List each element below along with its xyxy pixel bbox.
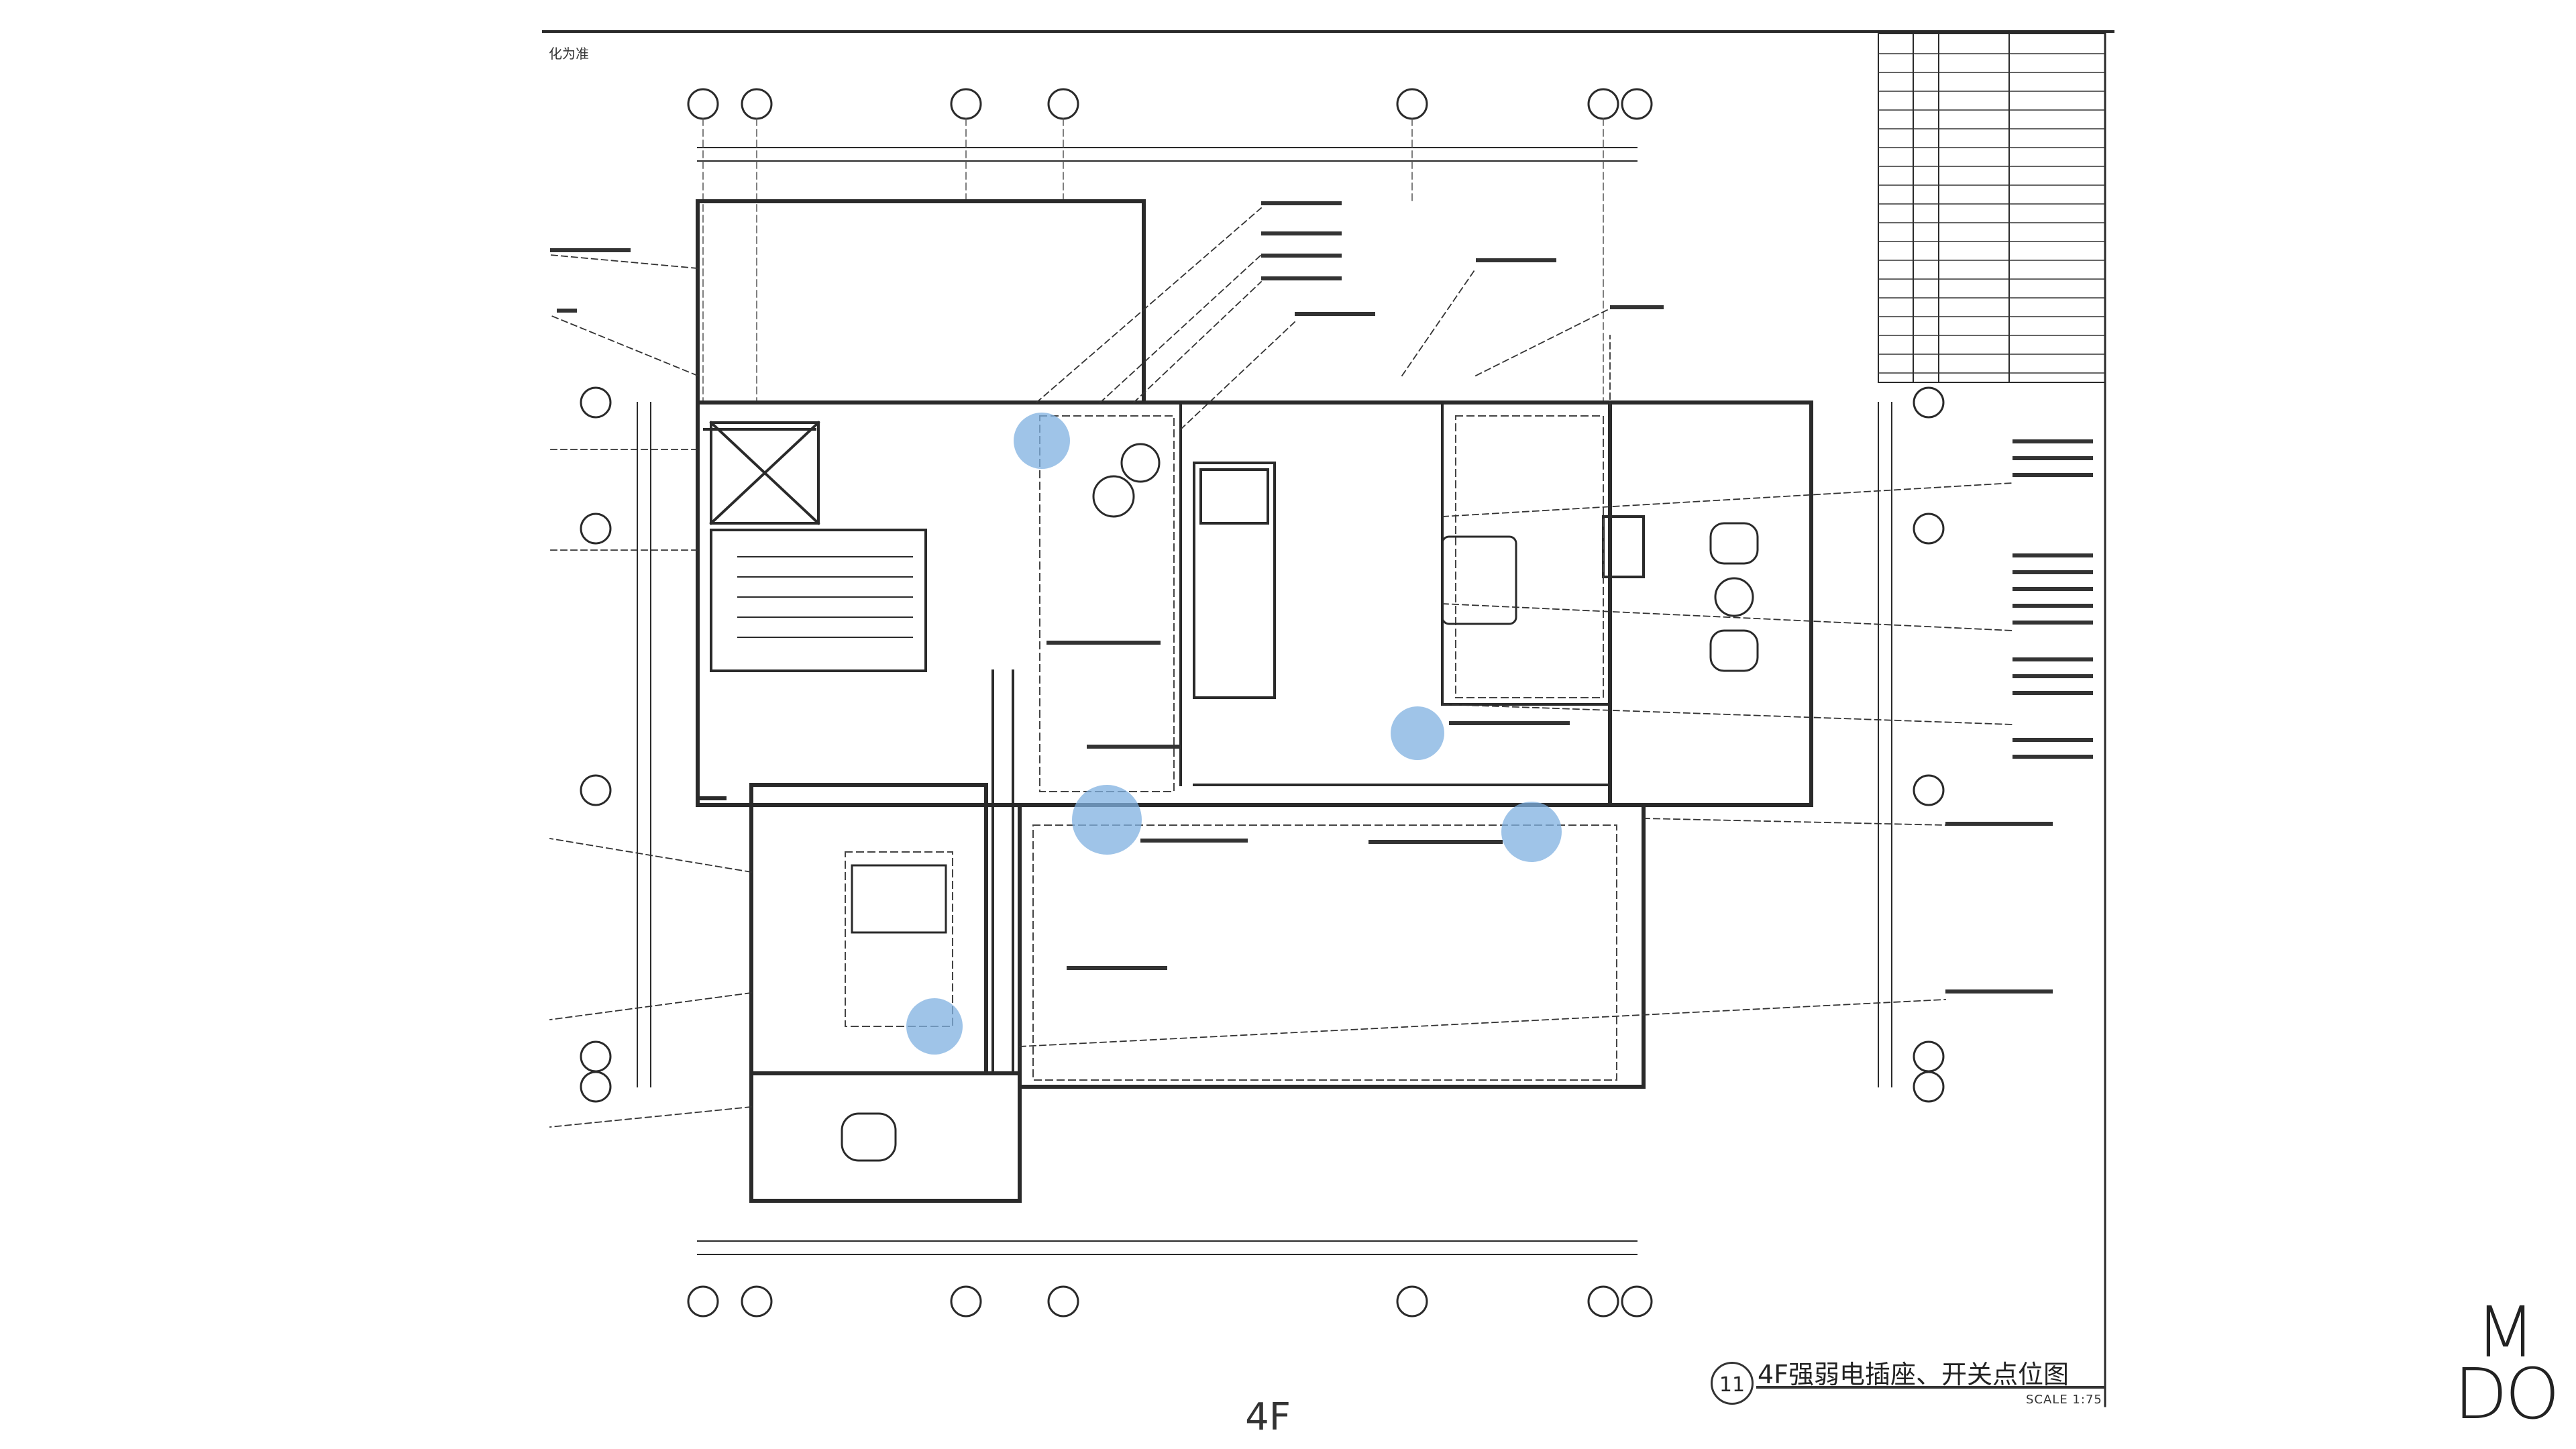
highlight-marker — [1391, 706, 1444, 760]
highlight-marker — [906, 998, 963, 1055]
brand-logo-line1: M — [2475, 1291, 2536, 1373]
drawing-title: 4F强弱电插座、开关点位图 — [1758, 1360, 2070, 1389]
brand-logo: M DO — [2449, 1291, 2563, 1435]
highlight-marker — [1014, 413, 1070, 469]
highlight-marker — [1501, 802, 1562, 862]
floor-label: 4F — [1245, 1395, 1291, 1439]
legend-table — [1878, 33, 2106, 383]
brand-logo-line2: DO — [2454, 1353, 2560, 1435]
drawing-number: 11 — [1711, 1362, 1754, 1405]
partial-note: 化为准 — [549, 46, 589, 62]
highlight-marker — [1072, 785, 1142, 855]
drawing-scale: SCALE 1:75 — [2026, 1393, 2102, 1407]
title-underline — [1756, 1386, 2105, 1389]
